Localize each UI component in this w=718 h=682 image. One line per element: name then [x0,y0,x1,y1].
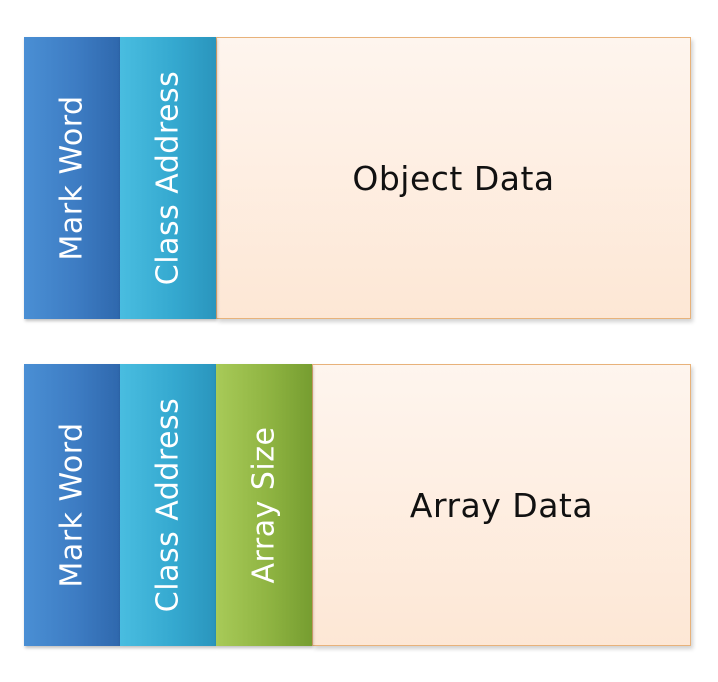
array-data-block: Array Data [312,364,691,646]
object-class-address-block: Class Address [120,37,216,319]
object-mark-word-label: Mark Word [54,95,90,261]
array-mark-word-block: Mark Word [24,364,120,646]
object-layout-diagram: Mark Word Class Address Object Data [24,37,691,319]
array-size-label: Array Size [246,426,282,584]
object-class-address-label: Class Address [150,70,186,286]
array-size-block: Array Size [216,364,312,646]
object-mark-word-block: Mark Word [24,37,120,319]
array-data-label: Array Data [409,485,594,525]
array-class-address-label: Class Address [150,397,186,613]
array-mark-word-label: Mark Word [54,422,90,588]
object-data-label: Object Data [352,158,555,198]
array-class-address-block: Class Address [120,364,216,646]
object-data-block: Object Data [216,37,691,319]
array-layout-diagram: Mark Word Class Address Array Size Array… [24,364,691,646]
